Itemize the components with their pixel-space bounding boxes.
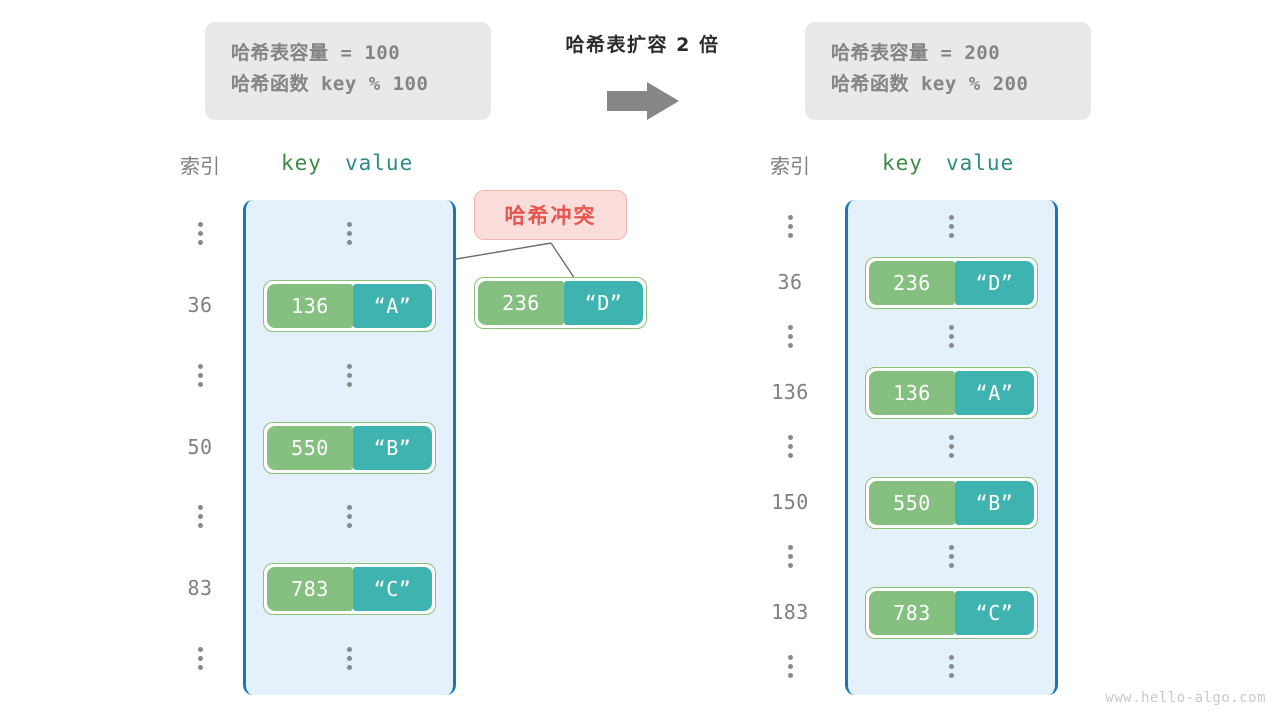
table-row: 136“A” [263, 280, 436, 333]
bucket-ellipsis [942, 544, 962, 568]
left-caption-value: value [345, 151, 414, 175]
page-title: 哈希表扩容 2 倍 [565, 34, 720, 56]
table-row: 550“B” [865, 476, 1038, 529]
entry-value: “C” [954, 590, 1034, 635]
bucket-ellipsis [340, 505, 360, 529]
entry-key: 783 [267, 566, 353, 611]
index-label: 36 [777, 269, 803, 294]
table-row: 783“C” [263, 562, 436, 615]
index-label: 136 [771, 379, 809, 404]
entry-value: “D” [954, 260, 1034, 305]
index-ellipsis [190, 363, 210, 387]
index-ellipsis [780, 324, 800, 348]
entry-key: 550 [267, 425, 353, 470]
bucket-ellipsis [942, 324, 962, 348]
colliding-pair: 236 “D” [474, 277, 647, 329]
index-ellipsis [190, 646, 210, 670]
right-hash-function-text: 哈希函数 key % 200 [831, 72, 1029, 95]
left-hash-function-text: 哈希函数 key % 100 [231, 72, 429, 95]
entry-value: “A” [954, 370, 1034, 415]
bucket-ellipsis [340, 363, 360, 387]
entry-key: 236 [869, 260, 955, 305]
entry-key: 136 [267, 284, 353, 329]
entry-value: “A” [352, 284, 432, 329]
index-ellipsis [780, 214, 800, 238]
table-row: 550“B” [263, 421, 436, 474]
collision-badge: 哈希冲突 [474, 190, 627, 240]
colliding-pair-key: 236 [478, 281, 564, 325]
index-ellipsis [780, 544, 800, 568]
index-label: 83 [187, 575, 213, 600]
index-label: 150 [771, 489, 809, 514]
index-ellipsis [190, 222, 210, 246]
table-row: 136“A” [865, 366, 1038, 419]
table-row: 783“C” [865, 586, 1038, 639]
left-caption-index: 索引 [180, 154, 220, 178]
left-config-box: 哈希表容量 = 100 哈希函数 key % 100 [205, 22, 491, 120]
entry-key: 783 [869, 590, 955, 635]
bucket-ellipsis [942, 434, 962, 458]
bucket-ellipsis [340, 646, 360, 670]
table-row: 236“D” [865, 256, 1038, 309]
right-caption-index: 索引 [770, 154, 810, 178]
right-config-box: 哈希表容量 = 200 哈希函数 key % 200 [805, 22, 1091, 120]
entry-key: 136 [869, 370, 955, 415]
left-caption-key: key [281, 151, 322, 175]
right-arrow-icon [607, 82, 679, 120]
right-caption-key: key [882, 151, 923, 175]
entry-value: “B” [352, 425, 432, 470]
bucket-ellipsis [942, 214, 962, 238]
bucket-ellipsis [340, 222, 360, 246]
index-ellipsis [190, 505, 210, 529]
index-label: 183 [771, 599, 809, 624]
entry-value: “C” [352, 566, 432, 611]
colliding-pair-value: “D” [563, 281, 643, 325]
bucket-ellipsis [942, 654, 962, 678]
index-label: 50 [187, 434, 213, 459]
index-ellipsis [780, 434, 800, 458]
index-label: 36 [187, 293, 213, 318]
entry-value: “B” [954, 480, 1034, 525]
entry-key: 550 [869, 480, 955, 525]
right-caption-value: value [946, 151, 1015, 175]
right-capacity-text: 哈希表容量 = 200 [831, 42, 1001, 64]
left-capacity-text: 哈希表容量 = 100 [231, 42, 401, 64]
index-ellipsis [780, 654, 800, 678]
watermark: www.hello-algo.com [1105, 690, 1266, 706]
